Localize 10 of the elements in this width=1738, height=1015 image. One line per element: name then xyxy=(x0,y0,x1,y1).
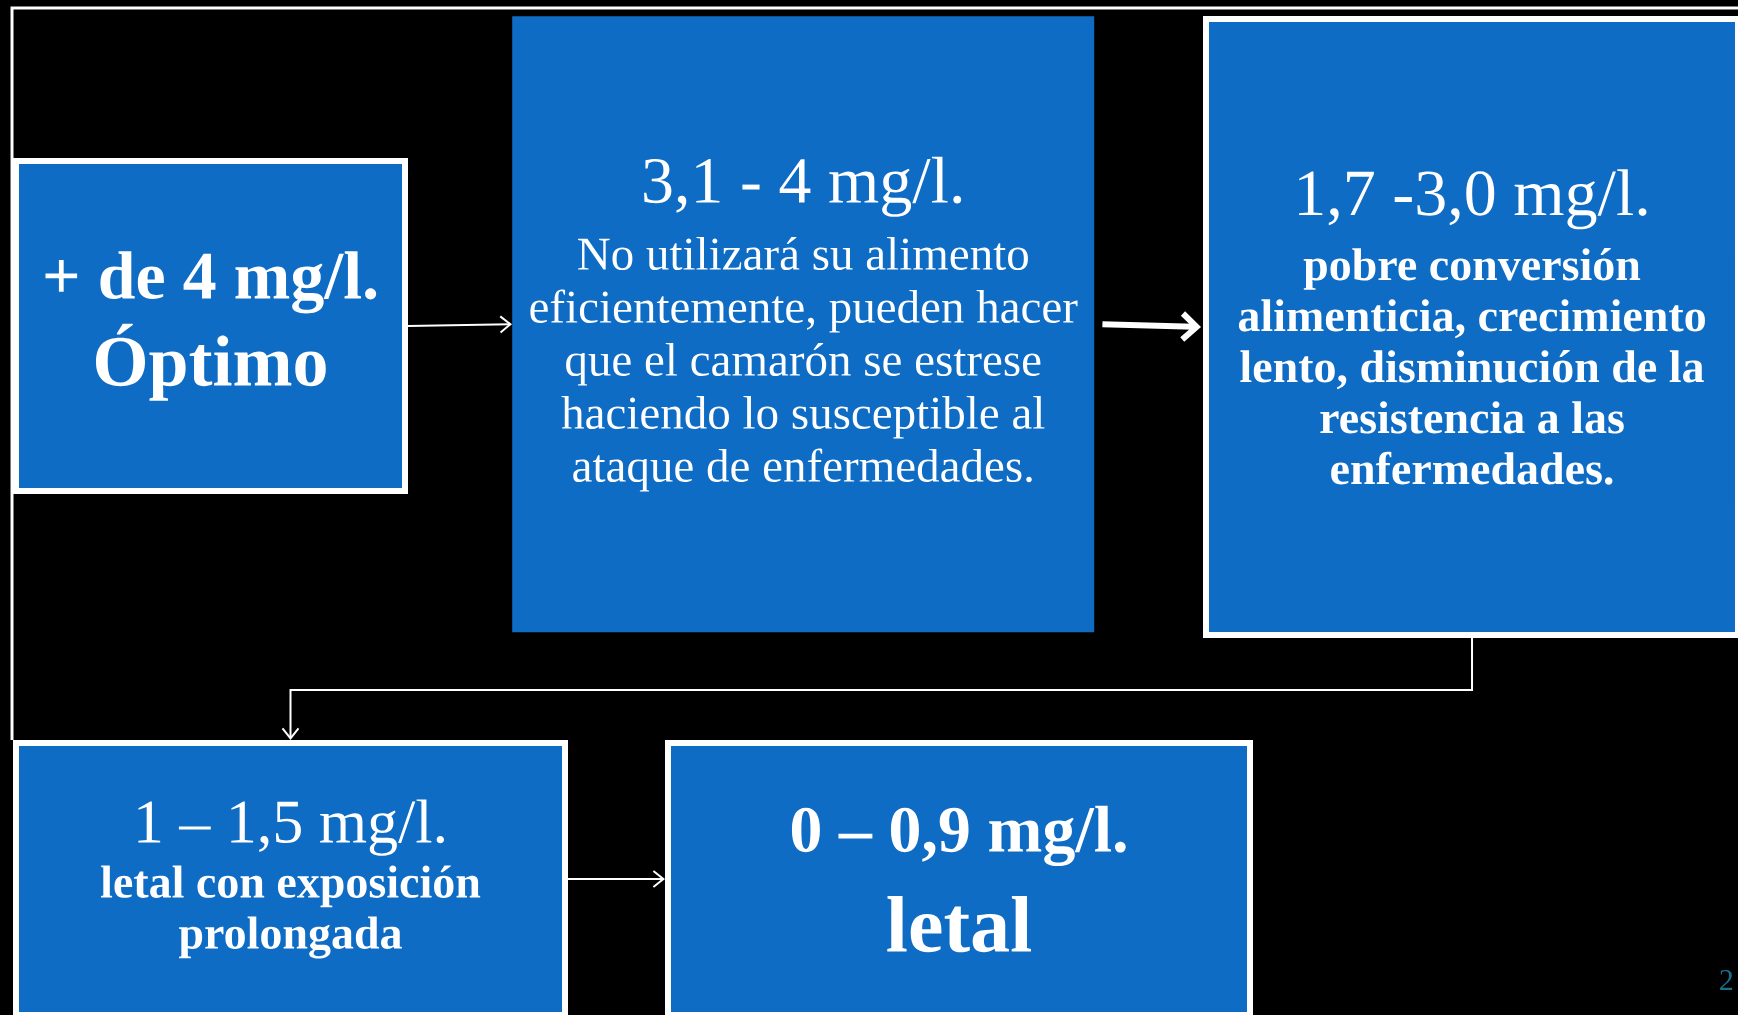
arrow xyxy=(1102,311,1201,342)
level-box: 1,7 -3,0 mg/l. pobre conversión alimenticia, crecimiento lento, disminución de la resistencia a las enfermedades. xyxy=(1203,16,1738,638)
level-box: 0 – 0,9 mg/l. letal xyxy=(665,740,1253,1015)
level-box: 3,1 - 4 mg/l. No utilizará su alimento eficientemente, pueden hacer que el camarón se estrese haciendo lo susceptible al ataque de enfermedades. xyxy=(512,16,1095,633)
level-box: + de 4 mg/l. Óptimo xyxy=(13,158,408,494)
arrow xyxy=(567,870,665,888)
arrow xyxy=(407,315,512,334)
arrow xyxy=(281,637,1473,740)
level-box: 1 – 1,5 mg/l. letal con exposición prolongada xyxy=(13,740,568,1015)
page-number: 2 xyxy=(1720,970,1733,990)
